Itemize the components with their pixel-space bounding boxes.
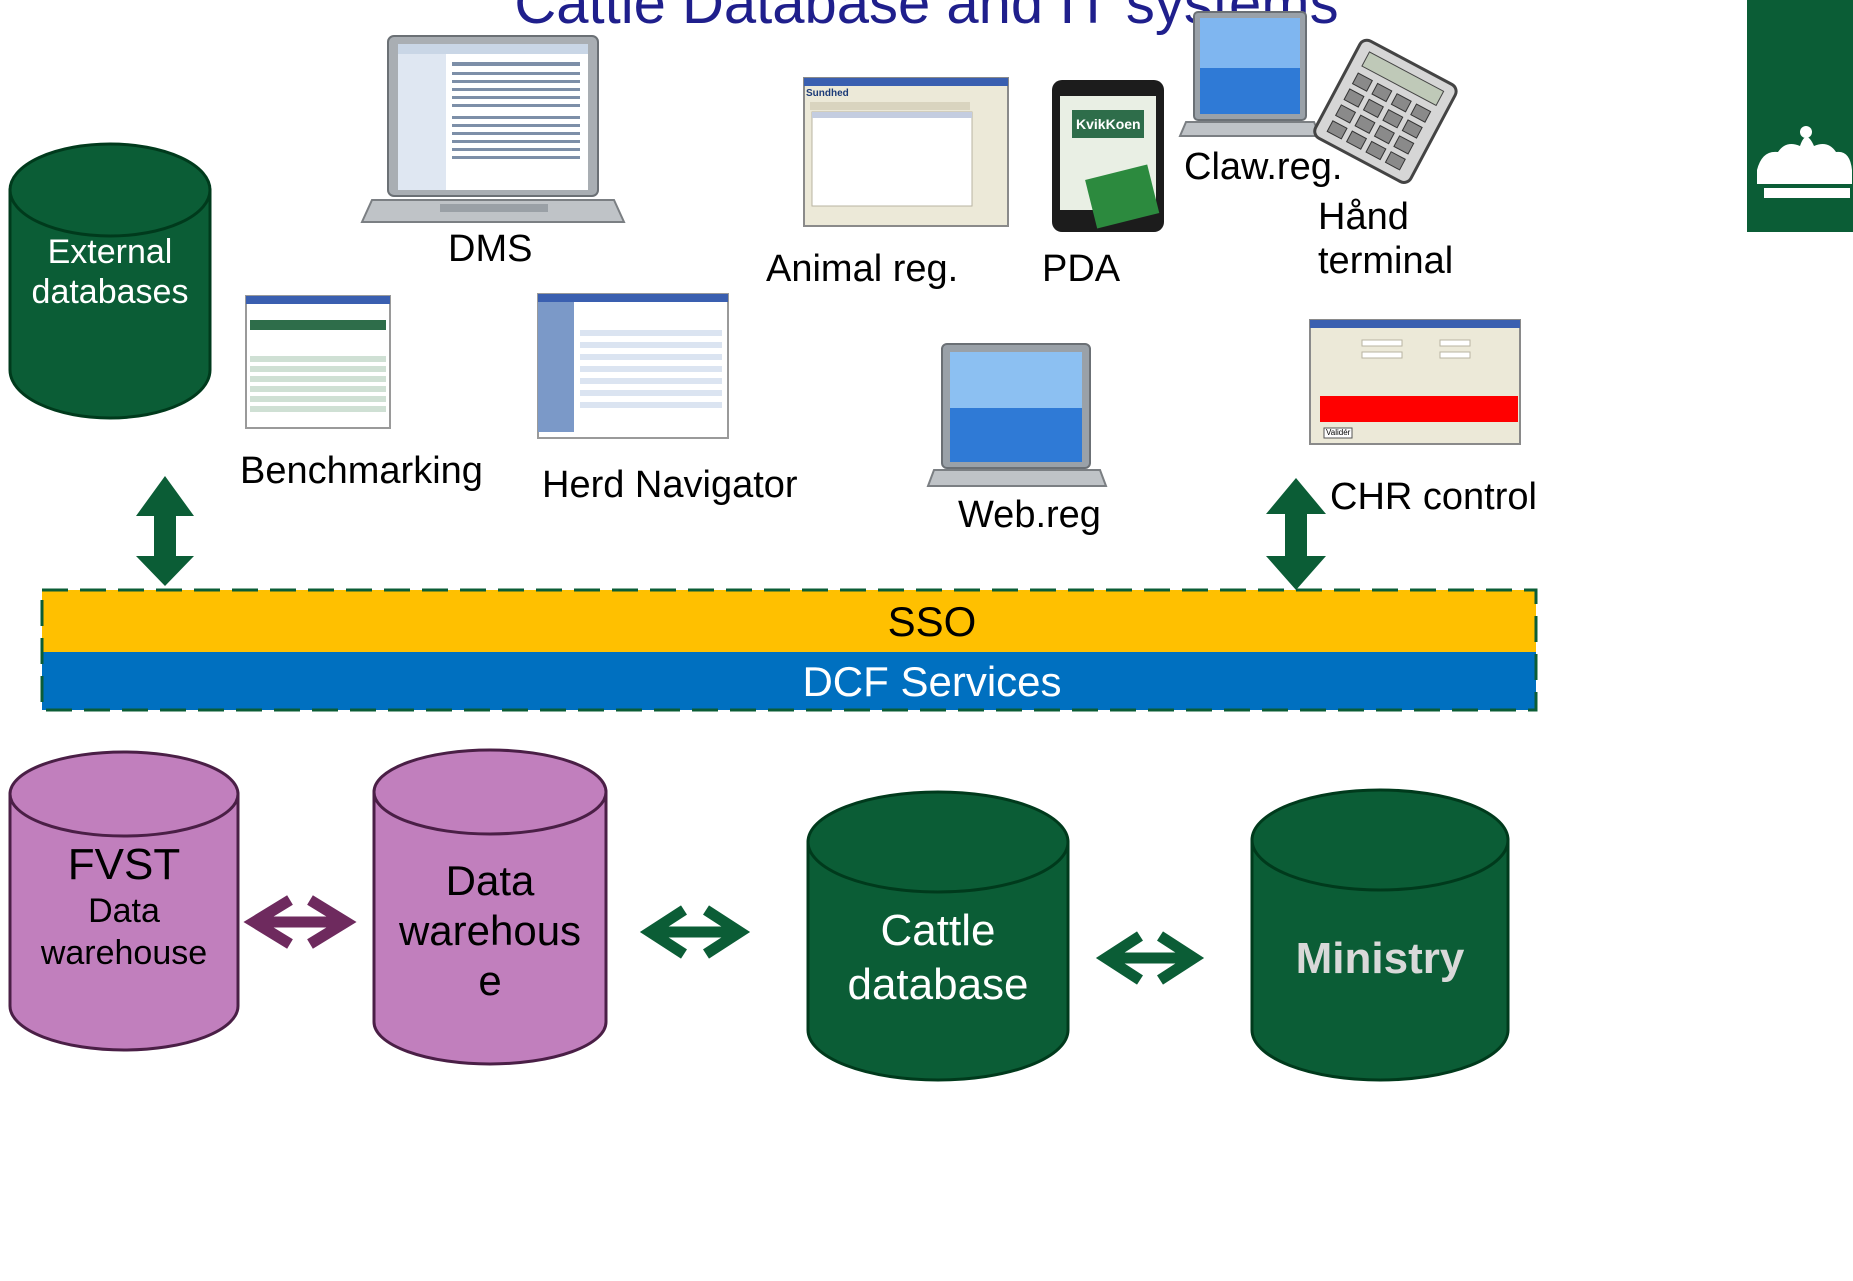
pda-brand-label: KvikKoen bbox=[1076, 116, 1141, 132]
hand-terminal-label-line1: Hånd bbox=[1318, 196, 1409, 238]
bands-dashed-border bbox=[40, 588, 1538, 712]
fvst-cylinder-icon bbox=[8, 750, 240, 1052]
data-warehouse-line1: Data bbox=[445, 857, 535, 904]
ministry-label: Ministry bbox=[1295, 934, 1465, 983]
sso-band bbox=[42, 590, 1536, 652]
cattle-database-line2: database bbox=[847, 960, 1029, 1009]
ministry-cylinder-icon bbox=[1250, 788, 1510, 1082]
fvst-label-line2: Data bbox=[88, 892, 160, 930]
fvst-label: FVST Data warehouse bbox=[10, 840, 238, 974]
external-databases-line2: databases bbox=[31, 273, 189, 311]
double-arrow-icon bbox=[639, 905, 751, 959]
herd-navigator-label: Herd Navigator bbox=[542, 464, 798, 506]
double-arrow-icon bbox=[1095, 931, 1205, 985]
data-warehouse-line3: e bbox=[478, 957, 502, 1004]
pda-icon bbox=[1052, 80, 1164, 232]
claw-reg-laptop-icon bbox=[1178, 11, 1322, 137]
chr-control-window-icon bbox=[1309, 319, 1521, 445]
chr-mock-button: Validér bbox=[1326, 428, 1351, 437]
dcf-services-label: DCF Services bbox=[802, 658, 1062, 705]
animal-reg-window-icon bbox=[803, 77, 1009, 227]
double-arrow-icon bbox=[1266, 478, 1326, 590]
dcf-band bbox=[42, 652, 1536, 710]
animal-reg-mock-title: Sundhed bbox=[806, 88, 849, 99]
fvst-label-line1: FVST bbox=[67, 840, 181, 889]
chr-control-label: CHR control bbox=[1330, 476, 1537, 518]
pda-label: PDA bbox=[1042, 248, 1121, 290]
calculator-icon bbox=[1313, 38, 1458, 184]
animal-reg-label: Animal reg. bbox=[766, 248, 959, 290]
data-warehouse-cylinder-icon bbox=[372, 748, 608, 1066]
crown-logo-icon bbox=[1747, 0, 1853, 232]
pda-brand-koen: Koen bbox=[1105, 116, 1141, 132]
web-reg-label: Web.reg bbox=[958, 494, 1101, 536]
data-warehouse-line2: warehous bbox=[398, 907, 582, 954]
dms-label: DMS bbox=[448, 228, 533, 270]
hand-terminal-label-line2: terminal bbox=[1318, 240, 1454, 282]
external-databases-icon bbox=[8, 142, 212, 420]
cattle-database-label: Cattle database bbox=[808, 904, 1068, 1012]
cattle-database-line1: Cattle bbox=[880, 906, 996, 955]
web-reg-laptop-icon bbox=[926, 343, 1108, 487]
pda-brand-kvik: Kvik bbox=[1076, 116, 1106, 132]
benchmarking-window-icon bbox=[245, 295, 391, 429]
double-arrow-icon bbox=[243, 895, 357, 949]
herd-navigator-window-icon bbox=[537, 293, 729, 439]
data-warehouse-label: Data warehous e bbox=[374, 856, 606, 1006]
dms-laptop-icon bbox=[360, 35, 626, 223]
external-databases-label: External databases bbox=[10, 232, 210, 312]
cattle-database-cylinder-icon bbox=[806, 790, 1070, 1082]
claw-reg-label: Claw.reg. bbox=[1184, 146, 1343, 188]
double-arrow-icon bbox=[136, 476, 194, 586]
benchmarking-label: Benchmarking bbox=[240, 450, 483, 492]
sso-label: SSO bbox=[887, 598, 977, 645]
fvst-label-line3: warehouse bbox=[40, 934, 208, 972]
external-databases-line1: External bbox=[47, 233, 173, 271]
